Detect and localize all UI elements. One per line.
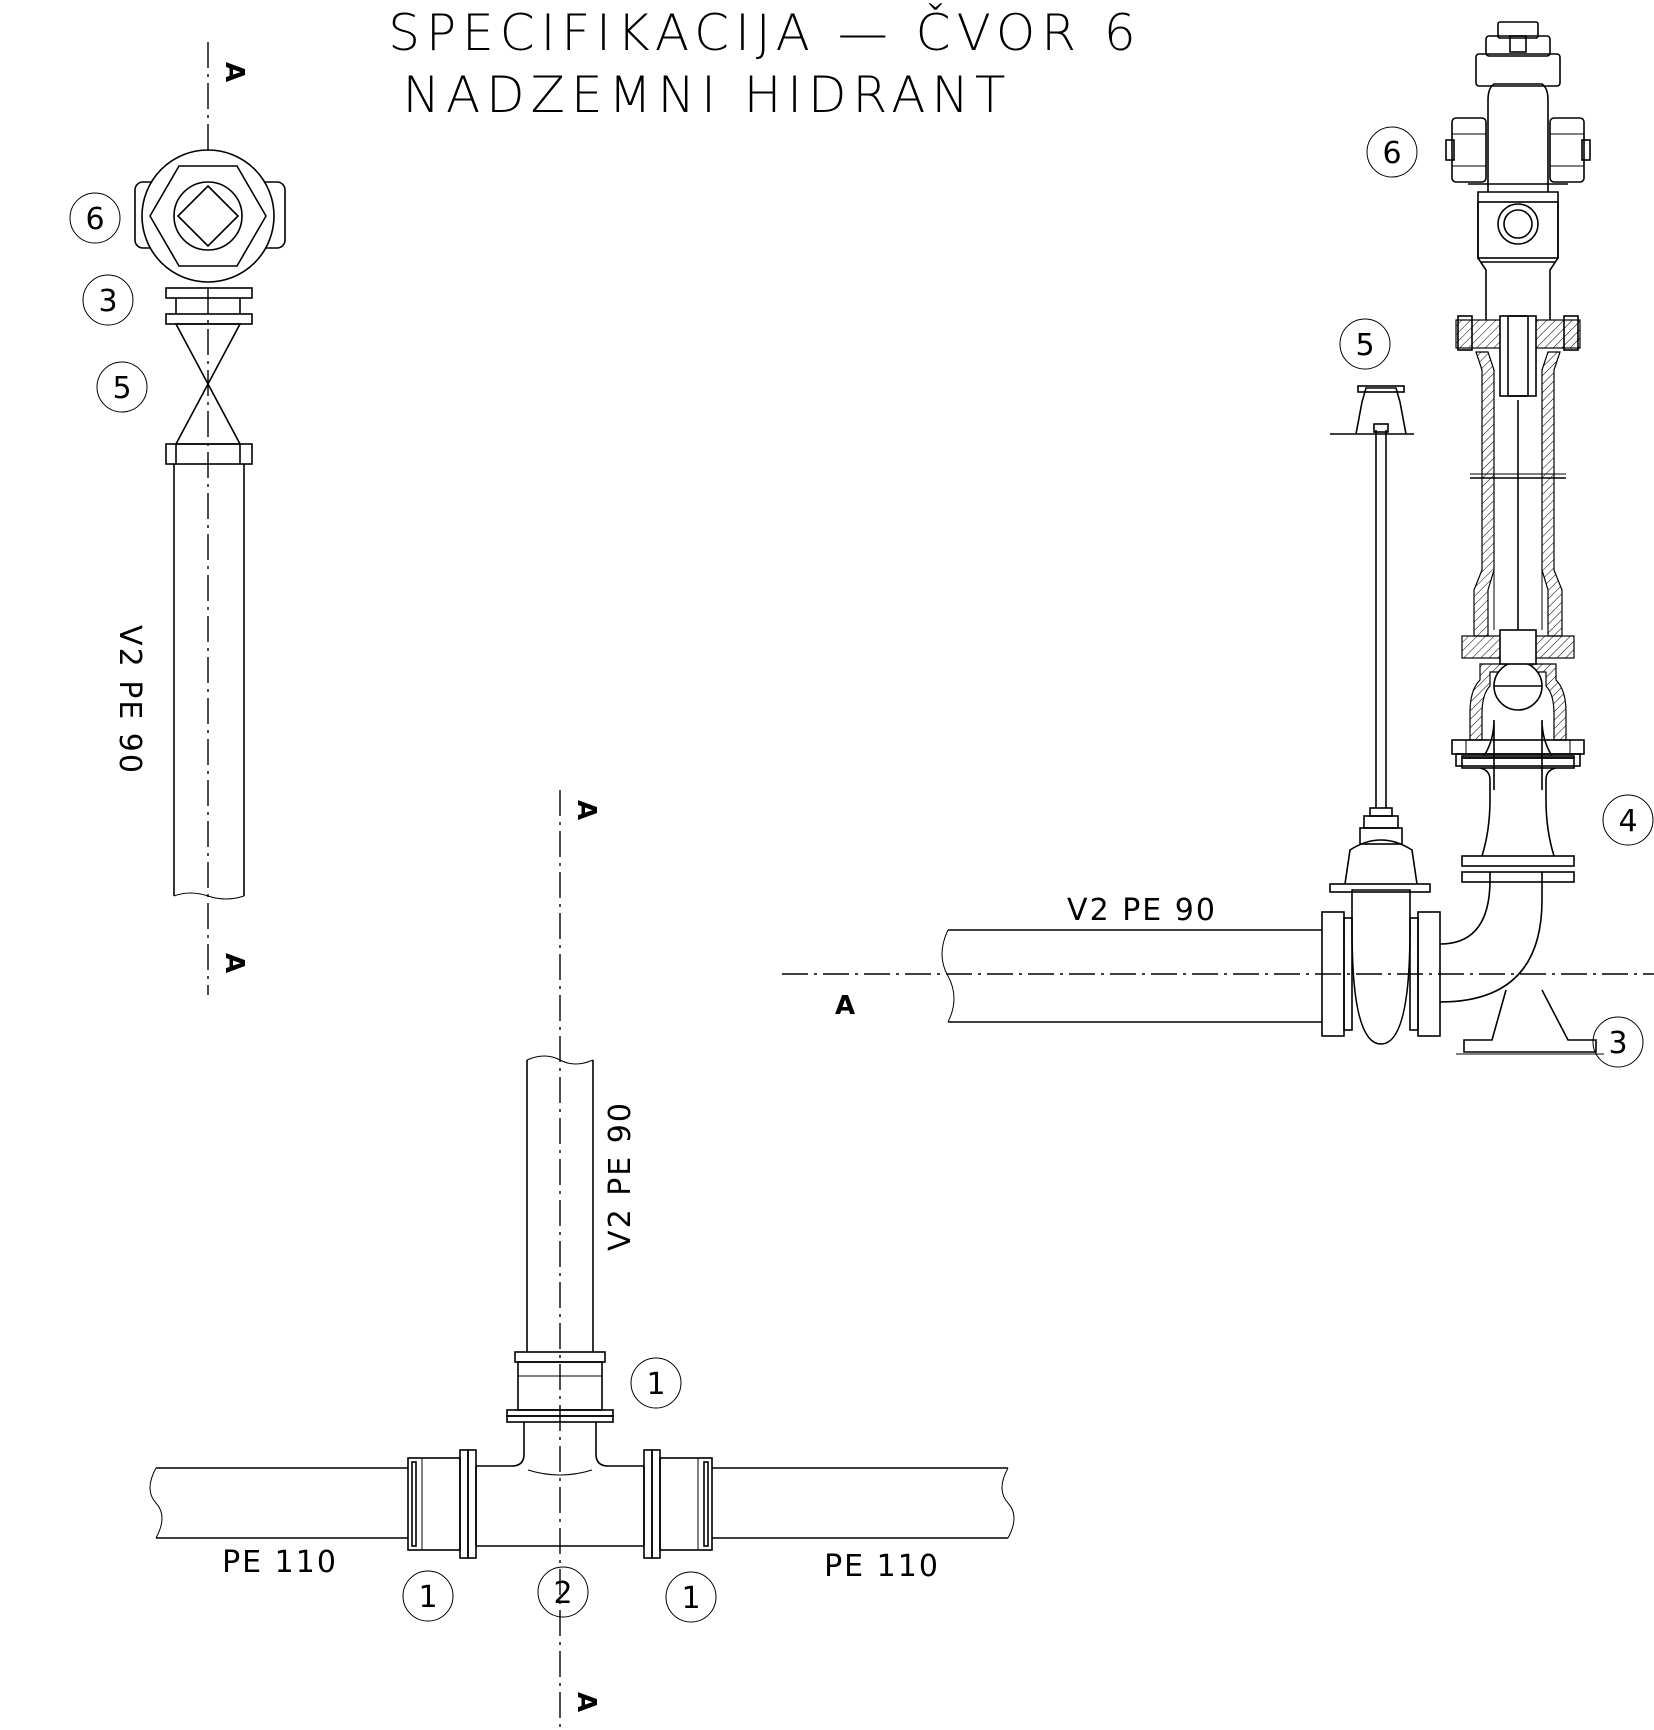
tee-fitting [475, 1422, 645, 1547]
callout-3: 3 [1592, 1016, 1644, 1068]
plan-view: A A V2 PE 90 [69, 42, 286, 995]
tee-right-coupling [643, 1449, 713, 1559]
section-marker-a: A [571, 800, 601, 820]
callout-1: 1 [665, 1571, 717, 1623]
title-line-2: NADZEMNI HIDRANT [403, 66, 1012, 124]
svg-text:1: 1 [646, 1367, 665, 1402]
tee-view: A A V2 PE 90 [149, 790, 1015, 1730]
svg-text:1: 1 [418, 1580, 437, 1615]
section-marker-a: A [835, 991, 855, 1021]
gate-valve [1321, 430, 1441, 1045]
valve-plan-symbol [165, 287, 253, 465]
title-block: SPECIFIKACIJA — ČVOR 6 NADZEMNI HIDRANT [388, 3, 1141, 124]
callout-2: 2 [537, 1566, 589, 1618]
elevation-pipe-label: V2 PE 90 [1067, 893, 1217, 928]
callout-4: 4 [1602, 794, 1654, 846]
callout-6: 6 [69, 192, 121, 244]
hydrant-body [1445, 21, 1591, 741]
callout-5: 5 [1339, 318, 1391, 370]
extension-pipe [1451, 719, 1585, 883]
elevation-view: A V2 PE 90 [782, 21, 1654, 1068]
main-pipe-right [712, 1467, 1015, 1539]
callout-3: 3 [82, 274, 134, 326]
tee-left-coupling [407, 1449, 477, 1559]
hydrant-plan-symbol [134, 149, 286, 283]
section-marker-a: A [219, 62, 249, 82]
svg-text:6: 6 [85, 202, 104, 237]
svg-text:3: 3 [1608, 1026, 1627, 1061]
plan-pipe-label: V2 PE 90 [112, 625, 147, 775]
main-right-label: PE 110 [824, 1549, 940, 1584]
svg-text:4: 4 [1618, 804, 1637, 839]
callout-1: 1 [630, 1357, 682, 1409]
callout-6: 6 [1366, 126, 1418, 178]
svg-text:5: 5 [112, 371, 131, 406]
tee-branch-label: V2 PE 90 [603, 1101, 638, 1251]
svg-text:6: 6 [1382, 136, 1401, 171]
title-line-1: SPECIFIKACIJA — ČVOR 6 [388, 3, 1141, 62]
svg-text:5: 5 [1355, 328, 1374, 363]
elevation-pipe [941, 929, 1322, 1023]
svg-text:2: 2 [553, 1576, 572, 1611]
callout-5: 5 [96, 361, 148, 413]
callout-1: 1 [402, 1570, 454, 1622]
svg-text:3: 3 [98, 284, 117, 319]
elbow-bend [1439, 872, 1604, 1055]
main-pipe-left [149, 1467, 408, 1539]
street-box [1330, 385, 1414, 435]
section-marker-a: A [219, 953, 249, 973]
section-marker-a: A [571, 1692, 601, 1712]
main-left-label: PE 110 [222, 1545, 338, 1580]
plan-pipe [173, 464, 245, 900]
tee-branch-pipe [506, 1055, 614, 1423]
svg-text:1: 1 [681, 1581, 700, 1616]
